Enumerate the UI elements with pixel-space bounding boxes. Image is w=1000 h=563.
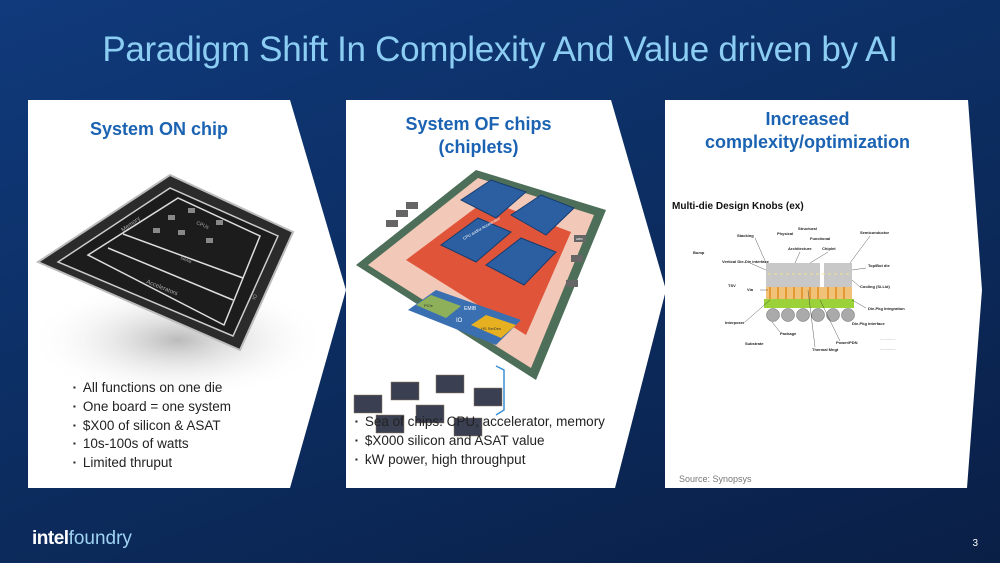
diagram-label: Semiconductor <box>860 230 890 235</box>
emib-label: EMIB <box>464 306 477 312</box>
diagram-title: Multi-die Design Knobs (ex) <box>672 201 804 212</box>
bullet: $X00 of silicon & ASAT <box>73 418 231 437</box>
hbm-label: HBM <box>576 237 583 241</box>
heading-line: (chiplets) <box>438 137 519 157</box>
source-caption: Source: Synopsys <box>679 474 752 484</box>
diagram-label: Power/PDN <box>836 340 858 345</box>
bullet: All functions on one die <box>73 380 231 399</box>
panel-increased-complexity: Increased complexity/optimization Multi-… <box>665 100 982 488</box>
serdes-label: HS SerDes <box>481 326 501 331</box>
diagram-label: Physical <box>777 231 793 236</box>
diagram-label: Substrate <box>745 341 764 346</box>
heading-line: Increased <box>765 109 850 129</box>
bullet: 10s-100s of watts <box>73 436 231 455</box>
io-label: IO <box>251 293 259 300</box>
diagram-label: Die-Pkg Integration <box>868 306 905 311</box>
bullet: Sea of chips: CPU, accelerator, memory <box>355 414 605 433</box>
soc-bullet-list: All functions on one die One board = one… <box>73 380 231 474</box>
bullet: kW power, high throughput <box>355 452 605 471</box>
logo-word-foundry: foundry <box>68 528 132 549</box>
io-label: IO <box>456 318 463 324</box>
diagram-label: Top/Bot die <box>868 263 890 268</box>
chiplets-image: CPU and/or Accelerator EMIB IO PCIe HS S… <box>353 170 606 437</box>
diagram-label: Via <box>747 287 754 292</box>
diagram-label: Functional <box>810 236 830 241</box>
diagram-label: Stacking <box>737 233 754 238</box>
diagram-label: Bump <box>693 250 705 255</box>
bullet: $X000 silicon and ASAT value <box>355 433 605 452</box>
diagram-label: Architecture <box>788 246 812 251</box>
svg-text:..............: .............. <box>880 346 896 351</box>
svg-text:..............: .............. <box>880 336 896 341</box>
heading-line: System OF chips <box>405 114 552 134</box>
diagram-label: Chiplet <box>822 246 836 251</box>
sram-label: SRAM <box>180 255 193 264</box>
panel-system-on-chip: System ON chip Memory CPUs SRAM Accelera… <box>28 100 346 488</box>
diagram-label: Vertical Die-Die interface <box>722 259 770 264</box>
panel-heading: System ON chip <box>89 119 229 139</box>
diagram-label: Cooling (Si-Lid) <box>860 284 890 289</box>
heading-line: complexity/optimization <box>704 132 911 152</box>
diagram-label: Thermal Mngt <box>812 347 839 352</box>
logo-word-intel: intel <box>32 528 69 549</box>
panel-system-of-chips: System OF chips (chiplets) CPU and/or Ac… <box>346 100 666 488</box>
diagram-label: Structural <box>798 226 817 231</box>
slide-title: Paradigm Shift In Complexity And Value d… <box>102 30 898 69</box>
soc-chip-image: Memory CPUs SRAM Accelerators IO <box>28 173 328 400</box>
diagram-label: Die-Pkg interface <box>852 321 885 326</box>
panel-heading: System OF chips (chiplets) <box>346 113 611 159</box>
pcie-label: PCIe <box>424 303 434 308</box>
chiplets-bullet-list: Sea of chips: CPU, accelerator, memory $… <box>355 414 605 470</box>
bullet: One board = one system <box>73 399 231 418</box>
diagram-label: Interposer <box>725 320 745 325</box>
page-number: 3 <box>972 538 978 549</box>
diagram-label: TSV <box>728 283 736 288</box>
cpus-label: CPUs <box>195 220 210 231</box>
multi-die-design-knobs-diagram: Multi-die Design Knobs (ex) Stacking Phy… <box>672 201 905 352</box>
diagram-label: Package <box>780 331 797 336</box>
panel-heading: Increased complexity/optimization <box>665 108 950 154</box>
bullet: Limited thruput <box>73 455 231 474</box>
intel-foundry-logo: intelfoundry <box>32 528 132 550</box>
